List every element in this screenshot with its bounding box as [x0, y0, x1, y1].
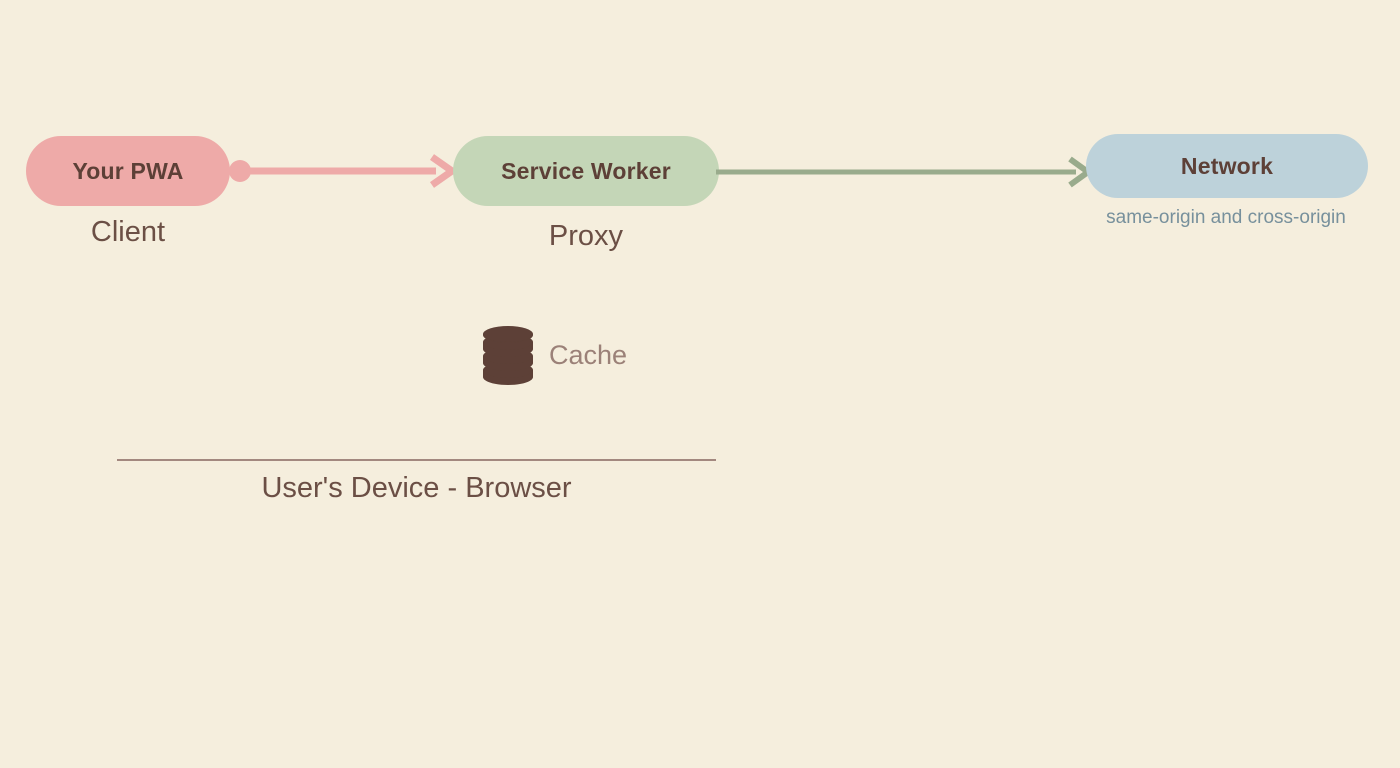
node-service-worker-caption: Proxy [548, 220, 624, 252]
node-your-pwa: Your PWA [26, 136, 230, 206]
node-network: Network [1086, 134, 1368, 198]
node-your-pwa-label: Your PWA [72, 157, 184, 184]
node-network-caption: same-origin and cross-origin [1106, 207, 1346, 228]
device-boundary-label: User's Device - Browser [261, 472, 572, 504]
device-boundary-line [117, 459, 716, 461]
node-service-worker-label: Service Worker [501, 157, 671, 184]
cache-label: Cache [549, 340, 628, 370]
connector-request-arrow [229, 154, 456, 188]
node-network-label: Network [1180, 152, 1274, 179]
node-service-worker: Service Worker [453, 136, 719, 206]
database-icon [483, 326, 533, 385]
node-your-pwa-caption: Client [90, 216, 166, 248]
cache-group: Cache [483, 326, 627, 385]
connector-request-arrowhead [429, 154, 456, 188]
connector-fetch-arrow [716, 156, 1094, 188]
